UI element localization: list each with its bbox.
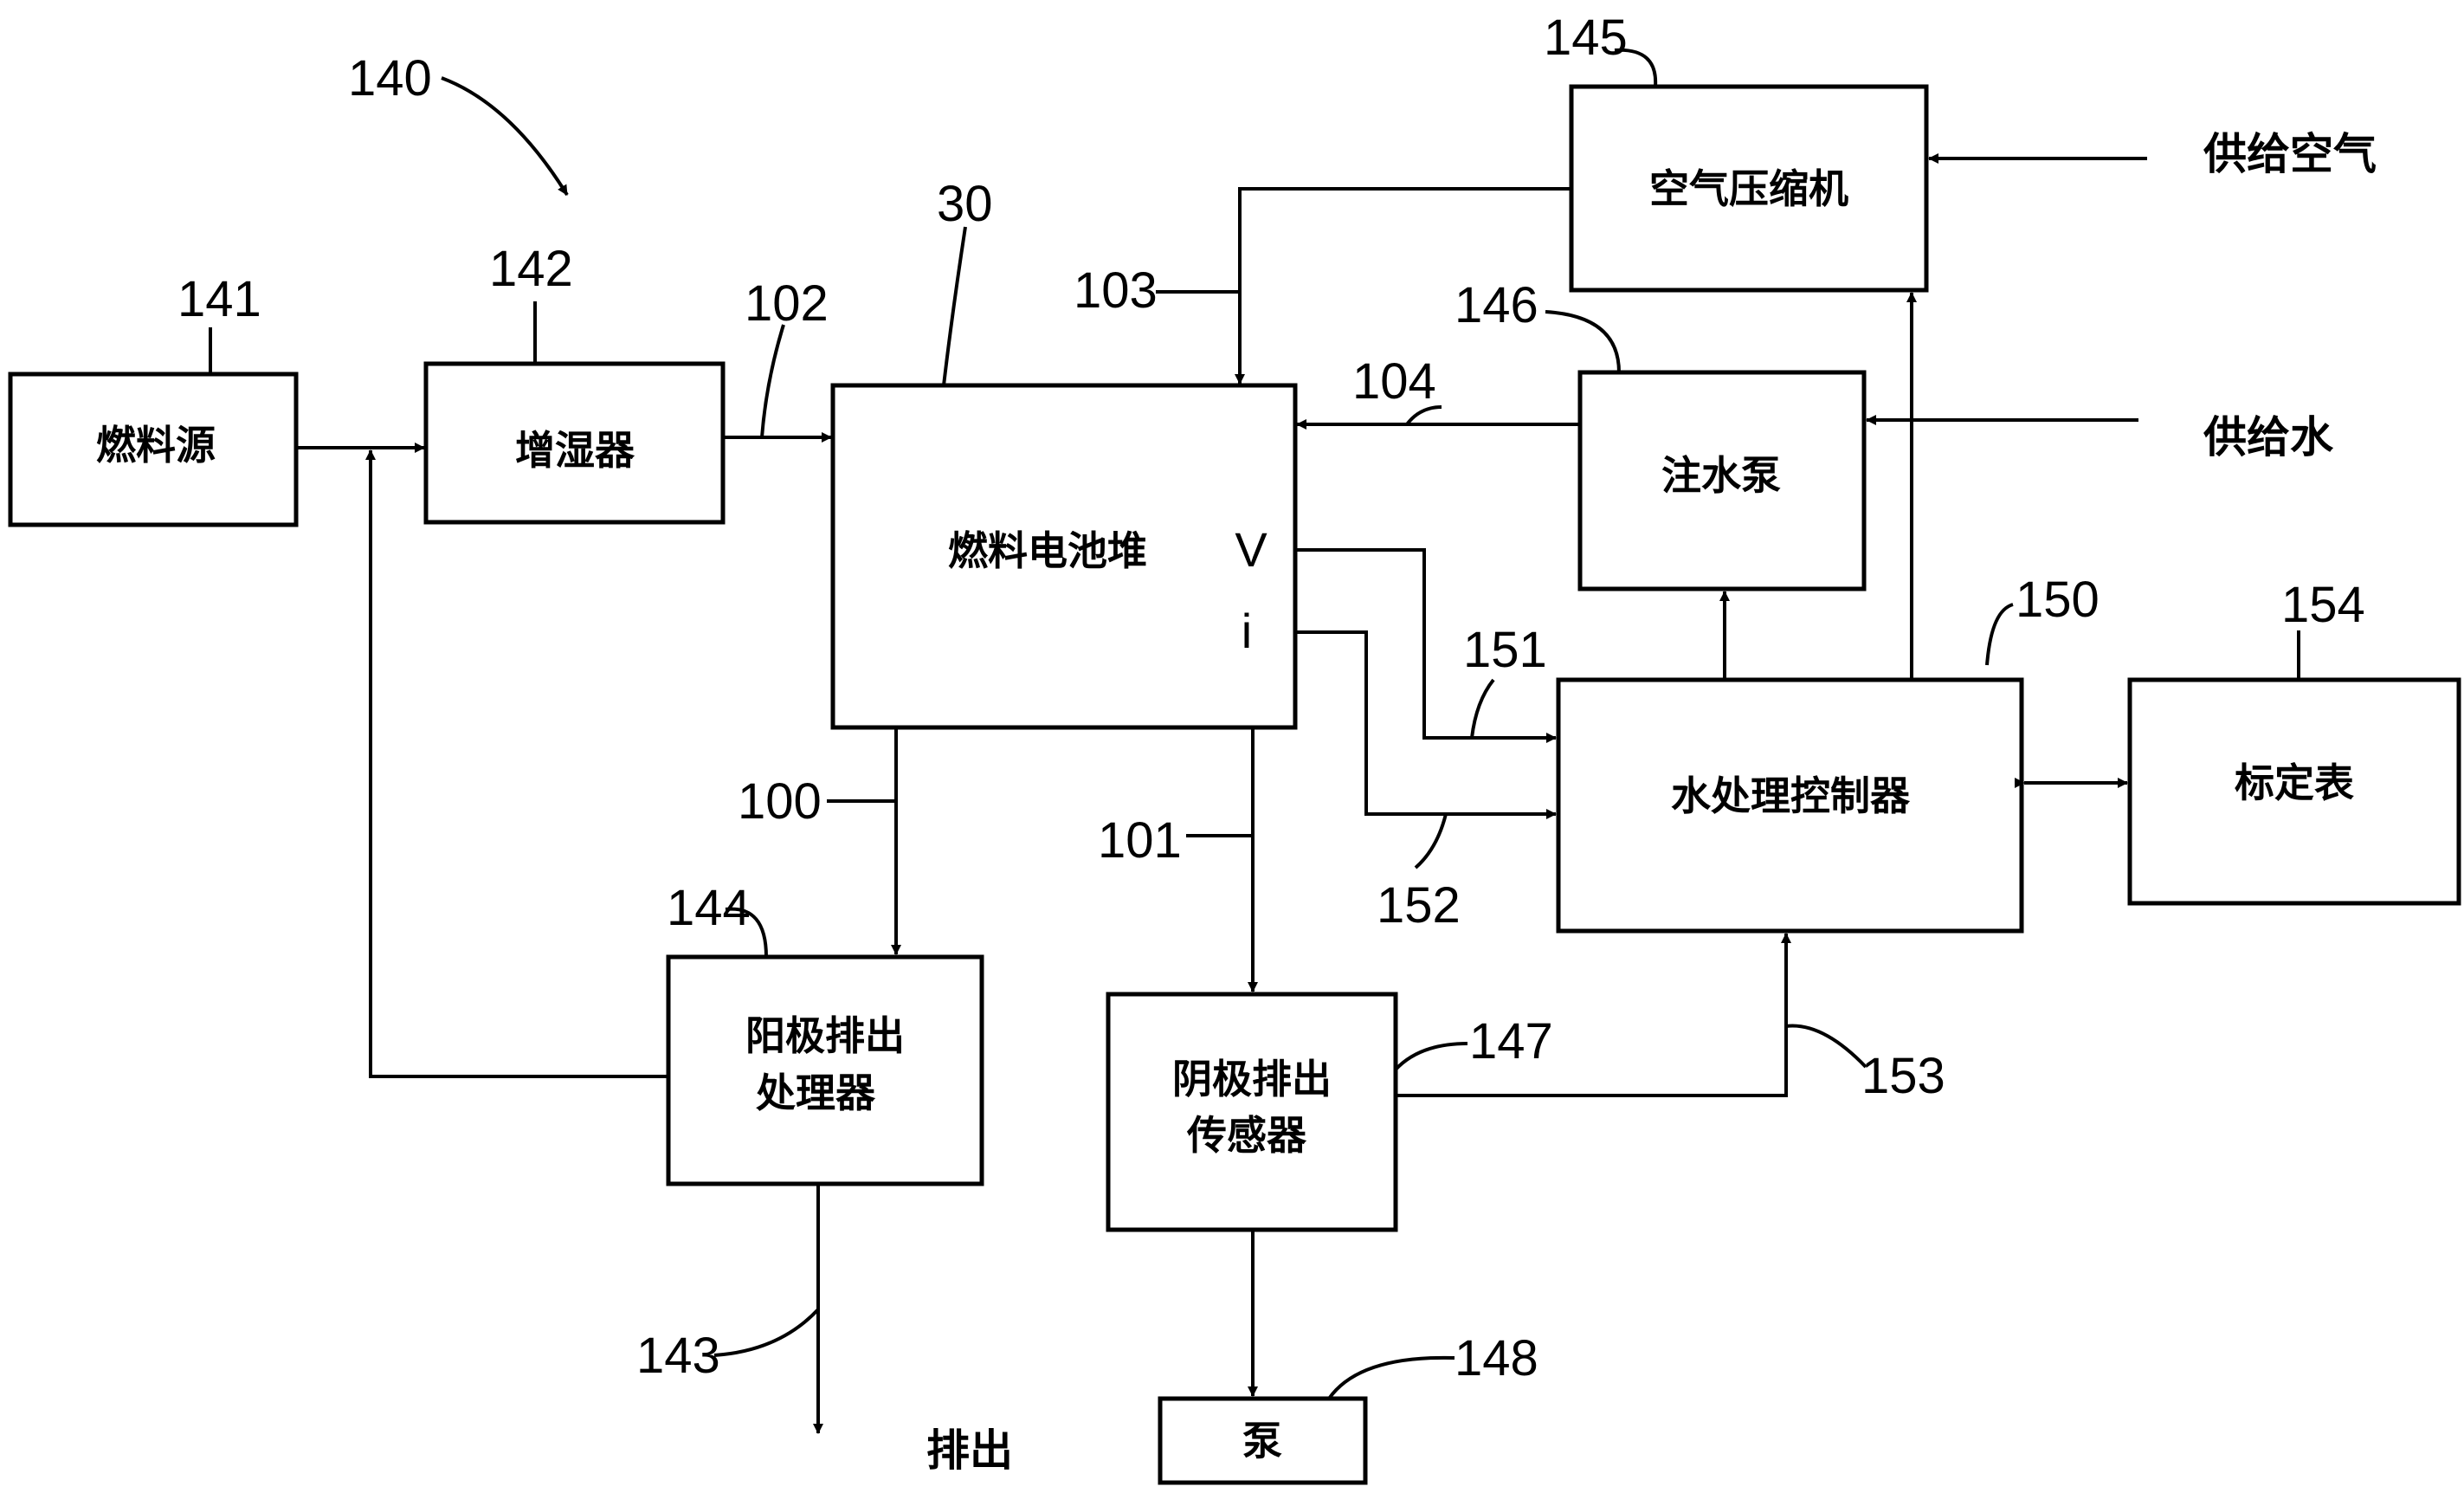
current-terminal-label: i (1242, 604, 1252, 658)
water-supply-label: 供给水 (2203, 412, 2334, 462)
ref-101: 101 (1098, 812, 1182, 869)
sensor-to-controller-line (1396, 933, 1791, 1097)
current-signal-line (1295, 630, 1557, 819)
leader-30 (942, 226, 967, 386)
leader-145 (1614, 48, 1658, 87)
anode-processor-label-line1: 阳极排出 (745, 1012, 905, 1059)
leader-151 (1470, 678, 1495, 739)
leader-143 (713, 1308, 820, 1357)
leader-102 (760, 324, 785, 438)
ref-154: 154 (2281, 577, 2365, 633)
air-compressor-label: 空气压缩机 (1649, 165, 1848, 212)
ref-145: 145 (1544, 10, 1628, 66)
leader-147 (1394, 1042, 1468, 1071)
ref-144: 144 (667, 880, 751, 936)
anode-processor-block: 阳极排出 处理器 (666, 954, 984, 1186)
air-to-stack-line (1235, 187, 1571, 385)
cathode-sensor-block: 阴极排出 传感器 (1106, 992, 1398, 1232)
ref-103: 103 (1074, 262, 1158, 319)
ref-104: 104 (1352, 353, 1436, 410)
cathode-sensor-label-line2: 传感器 (1186, 1112, 1307, 1159)
humidifier-label: 增湿器 (515, 427, 635, 474)
leader-153 (1785, 1024, 1867, 1069)
ref-102: 102 (745, 275, 829, 332)
ref-141: 141 (177, 271, 261, 327)
leader-144 (725, 907, 768, 958)
fuel-cell-stack-label: 燃料电池堆 (948, 527, 1147, 574)
fuel-source-block: 燃料源 (8, 372, 299, 527)
ref-143: 143 (636, 1328, 720, 1384)
exhaust-label: 排出 (926, 1425, 1013, 1476)
figure-ref-pointer (441, 76, 569, 197)
fuel-cell-stack-block: 燃料电池堆 V i (830, 383, 1298, 730)
leader-lines (209, 48, 2300, 1400)
air-compressor-block: 空气压缩机 (1569, 84, 1929, 293)
water-controller-block: 水处理控制器 (1556, 677, 2024, 934)
cathode-sensor-label-line1: 阴极排出 (1172, 1056, 1332, 1102)
leader-104 (1405, 405, 1442, 426)
calibration-table-block: 标定表 (2127, 677, 2461, 906)
ref-151: 151 (1463, 622, 1547, 678)
voltage-terminal-label: V (1235, 522, 1267, 577)
leader-152 (1414, 813, 1448, 869)
ref-152: 152 (1377, 877, 1461, 934)
ref-148: 148 (1455, 1330, 1538, 1386)
fuel-source-label: 燃料源 (96, 422, 216, 469)
ref-147: 147 (1469, 1013, 1553, 1070)
voltage-signal-line (1295, 548, 1557, 743)
leader-150 (1985, 603, 2014, 666)
ref-140: 140 (348, 50, 432, 107)
pump-block: 泵 (1158, 1396, 1368, 1485)
water-controller-label: 水处理控制器 (1671, 772, 1911, 819)
calibration-table-label: 标定表 (2235, 759, 2354, 806)
ref-146: 146 (1455, 277, 1538, 333)
ref-30: 30 (937, 176, 993, 232)
water-pump-label: 注水泵 (1661, 452, 1781, 499)
ref-100: 100 (738, 773, 822, 830)
leader-146 (1545, 310, 1621, 373)
reference-numerals: 140 141 142 102 30 103 104 145 146 150 1… (177, 10, 2365, 1386)
anode-processor-label-line2: 处理器 (756, 1070, 876, 1116)
humidifier-block: 增湿器 (423, 361, 726, 525)
leader-148 (1327, 1355, 1455, 1400)
anode-recirculation-line (365, 449, 668, 1078)
flow-lines (296, 76, 2147, 1434)
water-pump-block: 注水泵 (1577, 370, 1867, 591)
pump-label: 泵 (1242, 1418, 1282, 1464)
ref-153: 153 (1861, 1048, 1945, 1104)
ref-150: 150 (2016, 572, 2100, 628)
ref-142: 142 (489, 241, 573, 297)
air-supply-label: 供给空气 (2203, 129, 2377, 179)
